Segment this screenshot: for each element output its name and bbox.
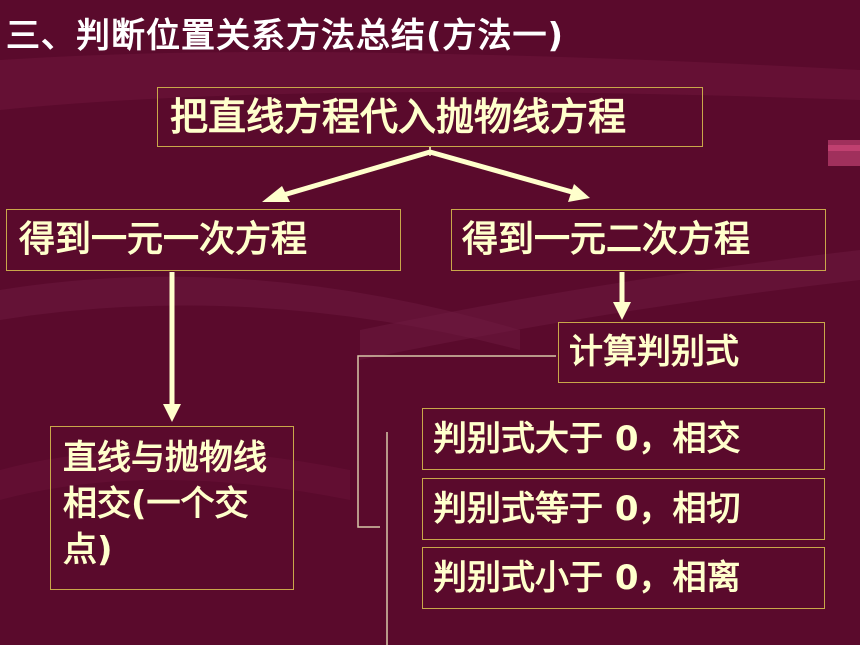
linear-equation-box: 得到一元一次方程 xyxy=(6,209,401,271)
discriminant-greater-box: 判别式大于 0，相交 xyxy=(422,408,825,470)
discriminant-box: 计算判别式 xyxy=(558,322,825,383)
substitute-box: 把直线方程代入抛物线方程 xyxy=(157,87,703,147)
discriminant-less-box: 判别式小于 0，相离 xyxy=(422,547,825,609)
intersect-one-point-box: 直线与抛物线相交(一个交点) xyxy=(50,426,294,590)
discriminant-equal-box: 判别式等于 0，相切 xyxy=(422,478,825,540)
slide-title: 三、判断位置关系方法总结(方法一) xyxy=(6,16,565,56)
decorative-tab xyxy=(828,140,860,166)
quadratic-equation-box: 得到一元二次方程 xyxy=(451,209,826,271)
